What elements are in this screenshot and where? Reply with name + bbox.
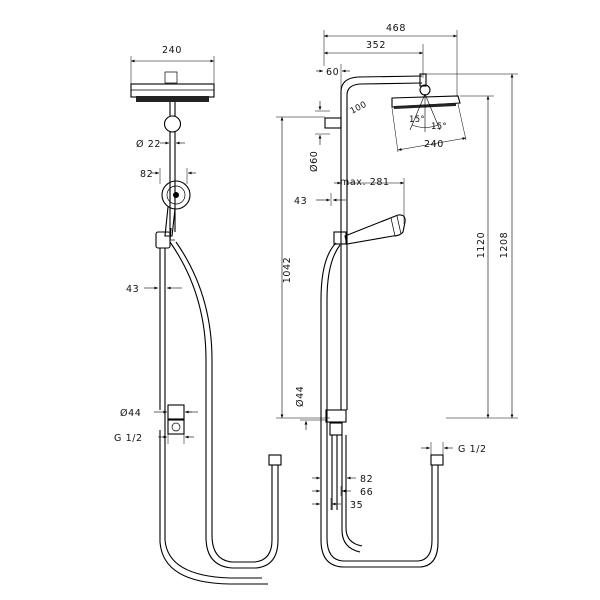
front-diam-22-dimension: Ø 22 [136,139,185,150]
hose-front [159,241,282,585]
front-thread-label: G 1/2 [114,433,143,444]
side-head-240-dimension: 240 [391,103,467,153]
side-angle-15b-label: 15° [431,122,447,132]
front-82-dimension: 82 [140,168,196,184]
side-35-dimension: 35 [312,498,363,511]
side-view: 468 352 60 100 [276,23,518,568]
front-width-240-dimension: 240 [130,45,215,88]
side-1208-dimension: 1208 [426,73,518,419]
wall-bracket-side: Ø60 [309,101,342,172]
side-468-dimension: 468 [323,23,458,96]
side-diam-44-label: Ø44 [295,386,306,407]
side-1120-dimension: 1120 [446,95,494,419]
hand-shower-side [333,214,406,245]
front-view: 240 Ø 22 82 [114,45,282,585]
side-66-label: 66 [360,487,373,498]
side-35-label: 35 [350,500,363,511]
overhead-shower-side: 15° 15° [391,84,461,132]
side-head-240-label: 240 [424,139,444,150]
side-352-label: 352 [366,40,386,51]
front-82-label: 82 [140,169,153,180]
front-43-label: 43 [126,284,139,295]
side-thread-label: G 1/2 [458,444,487,455]
side-43-dimension: 43 [294,193,346,207]
front-diam-22-label: Ø 22 [136,139,161,150]
side-468-label: 468 [386,23,406,34]
side-100-label: 100 [349,100,369,117]
front-diam-44-label: Ø44 [120,408,141,419]
side-diam-44-dimension: Ø44 [295,386,326,430]
side-max-281-label: max. 281 [340,177,390,188]
overhead-shower-front [130,71,215,102]
mixer-side [325,409,363,553]
side-thread-dimension: G 1/2 [421,442,487,457]
side-82-label: 82 [360,474,373,485]
hand-shower-front [161,180,191,241]
side-diam-60-label: Ø60 [309,151,320,172]
front-diam-44-dimension: Ø44 [120,408,198,419]
side-1042-label: 1042 [282,257,293,284]
side-82-dimension: 82 [312,470,373,505]
side-1042-dimension: 1042 [276,116,330,419]
side-60-dimension: 60 [316,64,350,92]
shower-arm-side [340,73,427,410]
mixer-front [167,404,192,435]
side-1120-label: 1120 [476,232,487,259]
hose-side [320,242,444,568]
slide-bar-front [155,231,175,410]
front-width-240-label: 240 [162,45,182,56]
side-352-dimension: 352 [324,40,424,78]
side-60-label: 60 [326,67,339,78]
side-angle-15a-label: 15° [409,115,425,125]
front-43-dimension: 43 [126,284,182,295]
side-66-dimension: 66 [312,486,373,498]
side-43-label: 43 [294,196,307,207]
side-1208-label: 1208 [499,232,510,259]
front-thread-dimension: G 1/2 [114,432,194,444]
